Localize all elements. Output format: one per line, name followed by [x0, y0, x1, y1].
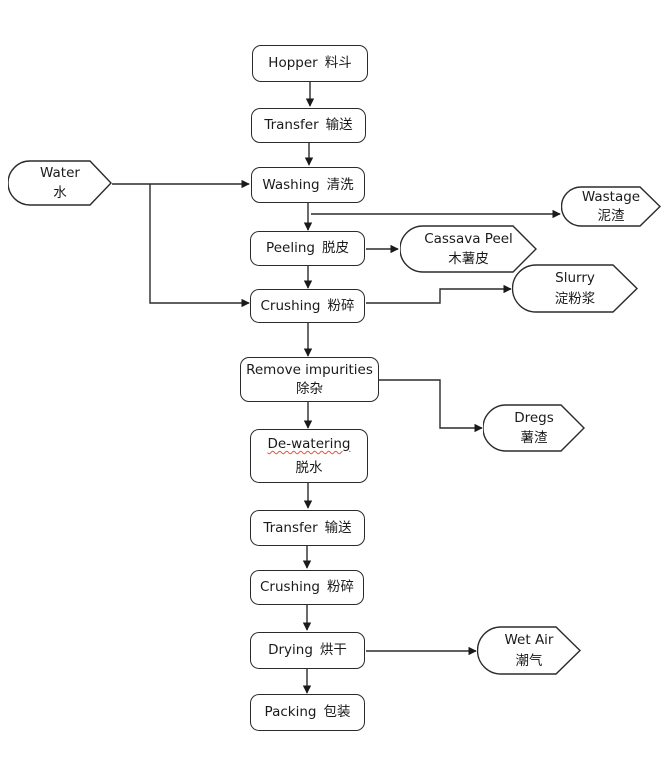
node-crushing-2-label-zh: 粉碎 — [327, 579, 354, 596]
node-dewatering-label-en: De-watering — [267, 435, 351, 452]
node-drying-label-zh: 烘干 — [319, 642, 347, 659]
edge-water-to-crushing1 — [149, 184, 250, 308]
node-remove-impurities[interactable]: Remove impurities 除杂 — [240, 357, 379, 402]
water-shape-outline — [8, 160, 112, 206]
node-dewatering[interactable]: De-watering 脱水 — [250, 429, 368, 483]
node-wet-air-label-en: Wet Air — [504, 632, 554, 649]
node-crushing-1-label-zh: 粉碎 — [327, 297, 355, 314]
node-remove-impurities-label-zh: 除杂 — [296, 380, 323, 397]
node-cassava-peel-label-zh: 木薯皮 — [448, 251, 489, 267]
node-crushing-1-label-en: Crushing — [260, 297, 321, 314]
node-dregs[interactable]: Dregs 薯渣 — [483, 404, 585, 452]
edge-crushing1-to-slurry — [366, 284, 512, 304]
node-crushing-2[interactable]: Crushing 粉碎 — [250, 570, 364, 605]
node-transfer-1-label-en: Transfer — [264, 117, 319, 134]
node-wet-air-label-zh: 潮气 — [515, 652, 543, 669]
wastage-shape-outline — [561, 186, 661, 227]
node-wet-air[interactable]: Wet Air 潮气 — [477, 626, 581, 675]
node-transfer-2[interactable]: Transfer 输送 — [250, 510, 365, 546]
node-drying[interactable]: Drying 烘干 — [250, 632, 365, 669]
node-slurry[interactable]: Slurry 淀粉浆 — [512, 264, 638, 313]
node-hopper[interactable]: Hopper 料斗 — [252, 45, 368, 82]
node-peeling-label-zh: 脱皮 — [321, 240, 349, 257]
node-dregs-label-en: Dregs — [514, 409, 554, 426]
node-cassava-peel[interactable]: Cassava Peel 木薯皮 — [400, 225, 537, 273]
slurry-shape-outline — [512, 264, 638, 313]
cassava-peel-shape-outline — [400, 225, 537, 273]
node-wastage-label-zh: 泥渣 — [597, 208, 625, 224]
node-water[interactable]: Water 水 — [8, 160, 112, 206]
node-cassava-peel-label-en: Cassava Peel — [424, 230, 513, 247]
edge-removeimp-to-dregs — [379, 379, 483, 433]
node-wastage[interactable]: Wastage 泥渣 — [561, 186, 661, 227]
node-hopper-label-zh: 料斗 — [324, 55, 352, 72]
node-hopper-label-en: Hopper — [268, 55, 318, 72]
node-crushing-2-label-en: Crushing — [260, 579, 320, 596]
node-dregs-label-zh: 薯渣 — [520, 430, 548, 446]
node-packing-label-en: Packing — [264, 704, 317, 721]
wet-air-shape-outline — [477, 626, 581, 675]
node-crushing-1[interactable]: Crushing 粉碎 — [250, 289, 365, 323]
dregs-shape-outline — [483, 404, 585, 452]
node-peeling-label-en: Peeling — [266, 240, 315, 257]
node-water-label-en: Water — [40, 164, 80, 181]
node-packing-label-zh: 包装 — [323, 704, 351, 721]
node-dewatering-label-zh: 脱水 — [295, 460, 323, 476]
node-washing[interactable]: Washing 清洗 — [251, 167, 365, 203]
node-slurry-label-zh: 淀粉浆 — [554, 290, 596, 307]
node-water-label-zh: 水 — [53, 185, 67, 201]
node-transfer-1-label-zh: 输送 — [325, 117, 353, 134]
node-peeling[interactable]: Peeling 脱皮 — [250, 231, 365, 266]
node-washing-label-en: Washing — [262, 176, 320, 193]
node-packing[interactable]: Packing 包装 — [250, 694, 365, 731]
node-washing-label-zh: 清洗 — [326, 176, 354, 193]
node-transfer-2-label-en: Transfer — [263, 519, 318, 536]
node-transfer-1[interactable]: Transfer 输送 — [251, 108, 366, 143]
node-transfer-2-label-zh: 输送 — [324, 519, 352, 536]
node-wastage-label-en: Wastage — [581, 188, 641, 205]
node-remove-impurities-label-en: Remove impurities — [246, 362, 373, 379]
node-drying-label-en: Drying — [268, 642, 313, 659]
node-slurry-label-en: Slurry — [555, 270, 595, 287]
